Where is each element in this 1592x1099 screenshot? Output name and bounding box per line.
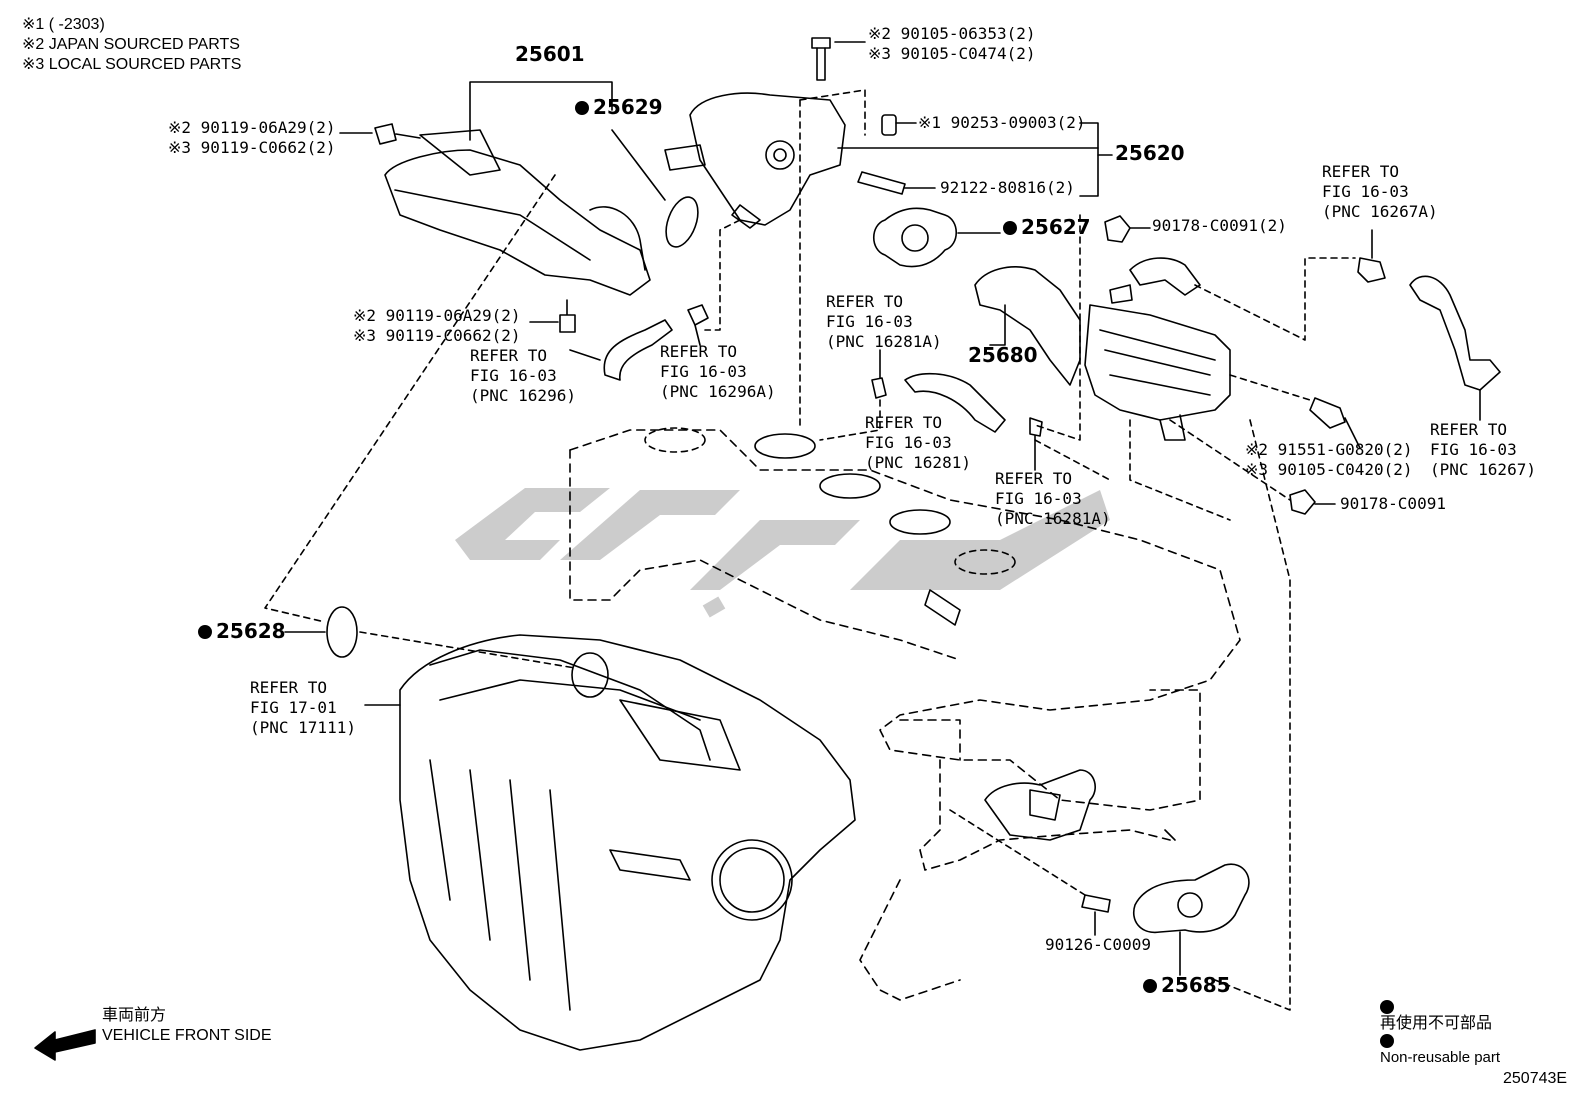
callout-stud: 92122-80816(2)	[940, 178, 1075, 197]
bolt-mid	[559, 299, 576, 333]
callout-nut-right: 90178-C0091	[1340, 494, 1446, 513]
intake-manifold-17111	[399, 634, 856, 1051]
note-3: ※3 LOCAL SOURCED PARTS	[22, 56, 242, 73]
clamp-16281a-top	[871, 377, 887, 399]
stud-90126	[1081, 894, 1111, 913]
callout-25620: 25620	[1115, 141, 1185, 165]
non-reusable-dot-icon	[1380, 1000, 1394, 1014]
bolt-right	[1309, 397, 1346, 429]
vehicle-front-en: VEHICLE FRONT SIDE	[102, 1027, 272, 1044]
watermark-logo	[455, 488, 1110, 618]
callout-pin: ※1 90253-09003(2)	[918, 113, 1086, 132]
figure-id: 250743E	[1503, 1070, 1568, 1087]
non-reusable-dot-icon	[198, 625, 212, 639]
callout-25629: 25629	[575, 97, 663, 117]
callout-bolt-right: ※2 91551-G0820(2) ※3 90105-C0420(2)	[1245, 440, 1413, 479]
leader-25629	[611, 129, 666, 201]
notes-block: ※1 ( -2303) ※2 JAPAN SOURCED PARTS ※3 LO…	[22, 15, 241, 75]
legend: 再使用不可部品 Non-reusable part	[1380, 1000, 1500, 1068]
vehicle-front-jp: 車両前方	[102, 1007, 167, 1024]
legend-jp: 再使用不可部品	[1380, 1000, 1500, 1034]
callout-left-bolt: ※2 90119-06A29(2) ※3 90119-C0662(2)	[168, 118, 336, 157]
callout-25601: 25601	[515, 42, 585, 66]
pin-90253	[881, 114, 897, 136]
callout-25685: 25685	[1143, 975, 1231, 995]
vehicle-front-arrow-shape	[34, 1029, 96, 1061]
vehicle-front-label: 車両前方 VEHICLE FRONT SIDE	[102, 1006, 272, 1046]
gasket-25628	[326, 606, 358, 658]
leader-25601	[469, 81, 613, 141]
gasket-25685	[1133, 863, 1250, 934]
gasket-25629	[665, 196, 699, 248]
egr-valve-25620	[664, 92, 846, 229]
exhaust-flange	[984, 769, 1096, 841]
clamp-16296a	[687, 304, 709, 326]
callout-stud-bottom: 90126-C0009	[1045, 935, 1151, 954]
non-reusable-dot-icon	[575, 101, 589, 115]
legend-en: Non-reusable part	[1380, 1034, 1500, 1068]
leader-25680	[989, 304, 1006, 346]
non-reusable-dot-icon	[1380, 1034, 1394, 1048]
clamp-16281a-bottom	[1029, 417, 1043, 437]
engine-block-outline	[859, 759, 1171, 1001]
bolt-top	[811, 37, 831, 81]
dashed-leaders	[264, 89, 1356, 1011]
clamp-16267a	[1357, 257, 1386, 283]
bracket-25620-right	[1079, 122, 1099, 197]
nut-top	[1104, 215, 1131, 243]
hose-16296	[603, 319, 673, 381]
egr-cooler-25680	[974, 257, 1231, 441]
note-2: ※2 JAPAN SOURCED PARTS	[22, 36, 240, 53]
callout-nut-top: 90178-C0091(2)	[1152, 216, 1287, 235]
stud-92122	[857, 171, 906, 195]
callout-mid-bolt: ※2 90119-06A29(2) ※3 90119-C0662(2)	[353, 306, 521, 345]
callout-bolt-top: ※2 90105-06353(2) ※3 90105-C0474(2)	[868, 24, 1036, 63]
hose-16281	[904, 372, 1006, 433]
egr-pipe-25601	[384, 129, 651, 296]
hose-16267	[1409, 275, 1501, 391]
gasket-25627	[872, 207, 958, 268]
engine-head-outline	[569, 429, 1241, 811]
note-1: ※1 ( -2303)	[22, 16, 105, 33]
non-reusable-dot-icon	[1003, 221, 1017, 235]
bolt-left	[374, 123, 421, 145]
callout-25627: 25627	[1003, 217, 1091, 237]
callout-25680: 25680	[968, 343, 1038, 367]
callout-25628: 25628	[198, 621, 286, 641]
nut-right	[1289, 489, 1316, 515]
non-reusable-dot-icon	[1143, 979, 1157, 993]
